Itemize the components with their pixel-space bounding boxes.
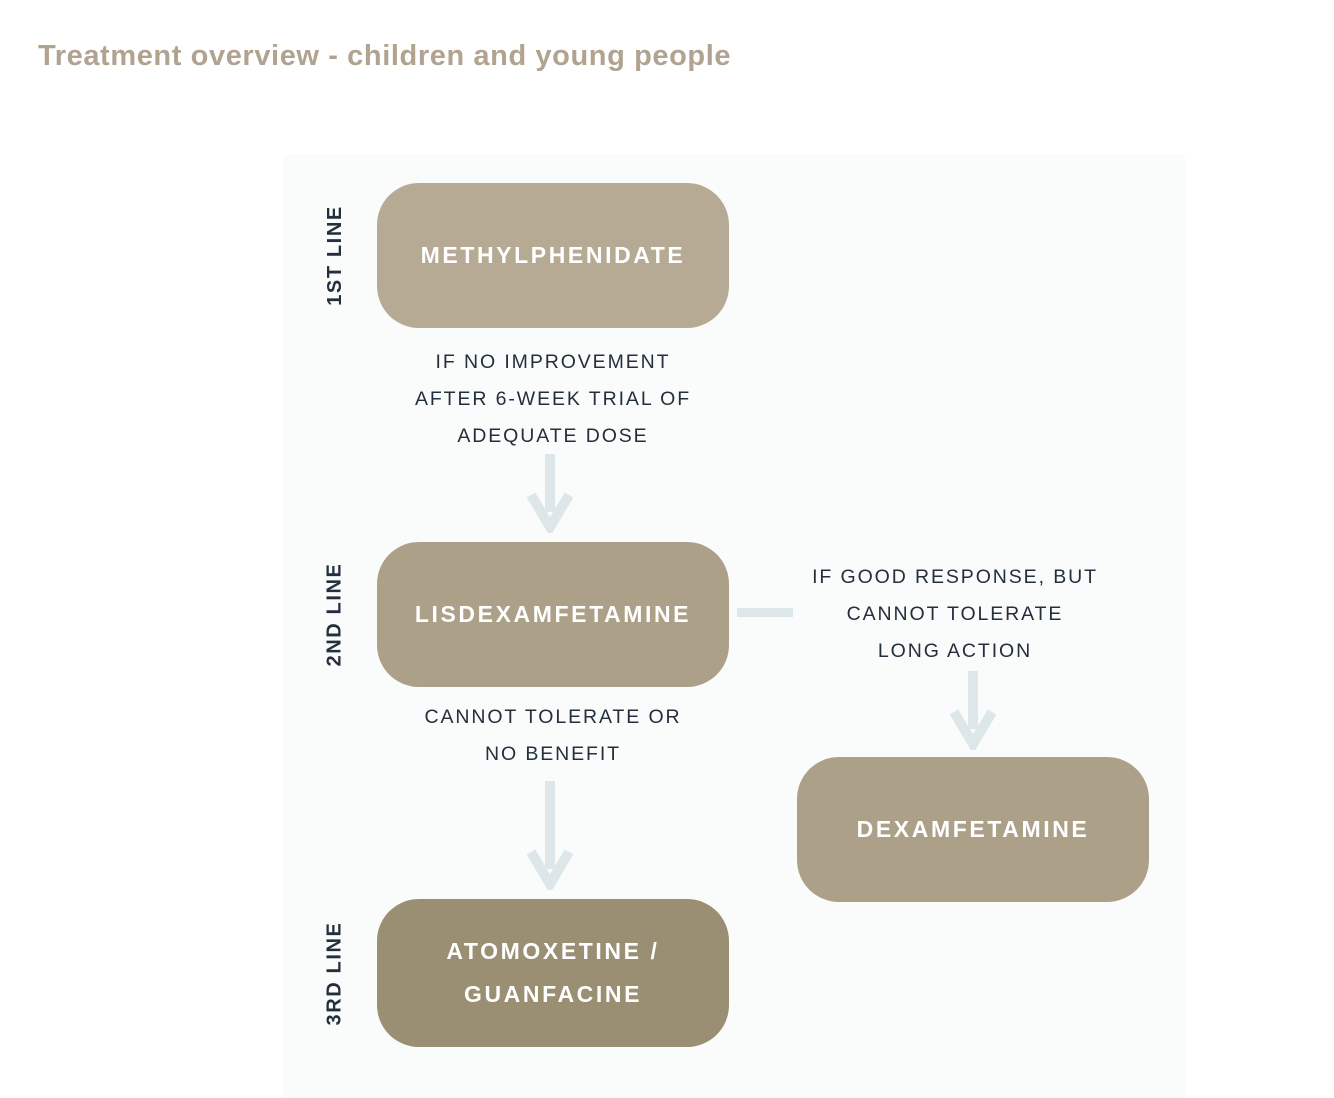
node-label: LISDEXAMFETAMINE	[414, 601, 692, 627]
page-title: Treatment overview - children and young …	[38, 40, 732, 72]
node-label-line: GUANFACINE	[463, 981, 643, 1007]
arrow-down-icon	[527, 781, 573, 890]
node-label-line: ATOMOXETINE /	[446, 938, 660, 964]
edge-label-line: IF NO IMPROVEMENT	[435, 351, 671, 373]
stage-label-3rd-line: 3RD LINE	[310, 899, 360, 1047]
node-atomoxetine-guanfacine: ATOMOXETINE / GUANFACINE	[377, 899, 729, 1047]
arrow-down-icon	[527, 454, 573, 533]
edge-label-no-improvement: IF NO IMPROVEMENT AFTER 6-WEEK TRIAL OF …	[360, 344, 746, 455]
node-label: METHYLPHENIDATE	[420, 242, 686, 268]
stage-label-text: 2ND LINE	[323, 562, 346, 667]
stage-label-1st-line: 1ST LINE	[310, 183, 360, 328]
edge-label-line: CANNOT TOLERATE	[846, 603, 1064, 625]
edge-label-good-response: IF GOOD RESPONSE, BUT CANNOT TOLERATE LO…	[783, 559, 1127, 670]
arrow-down-icon	[950, 671, 996, 750]
connector-line	[737, 608, 793, 617]
node-methylphenidate: METHYLPHENIDATE	[377, 183, 729, 328]
node-dexamfetamine: DEXAMFETAMINE	[797, 757, 1149, 902]
edge-label-line: ADEQUATE DOSE	[457, 425, 649, 447]
edge-label-cannot-tolerate: CANNOT TOLERATE OR NO BENEFIT	[377, 699, 729, 773]
stage-label-text: 3RD LINE	[323, 921, 346, 1025]
edge-label-line: CANNOT TOLERATE OR	[424, 706, 682, 728]
node-label: DEXAMFETAMINE	[856, 816, 1090, 842]
stage-label-2nd-line: 2ND LINE	[310, 542, 360, 687]
edge-label-line: IF GOOD RESPONSE, BUT	[812, 566, 1098, 588]
edge-label-line: NO BENEFIT	[484, 743, 621, 765]
edge-label-line: AFTER 6-WEEK TRIAL OF	[414, 388, 692, 410]
node-lisdexamfetamine: LISDEXAMFETAMINE	[377, 542, 729, 687]
stage-label-text: 1ST LINE	[323, 205, 346, 306]
edge-label-line: LONG ACTION	[877, 640, 1033, 662]
